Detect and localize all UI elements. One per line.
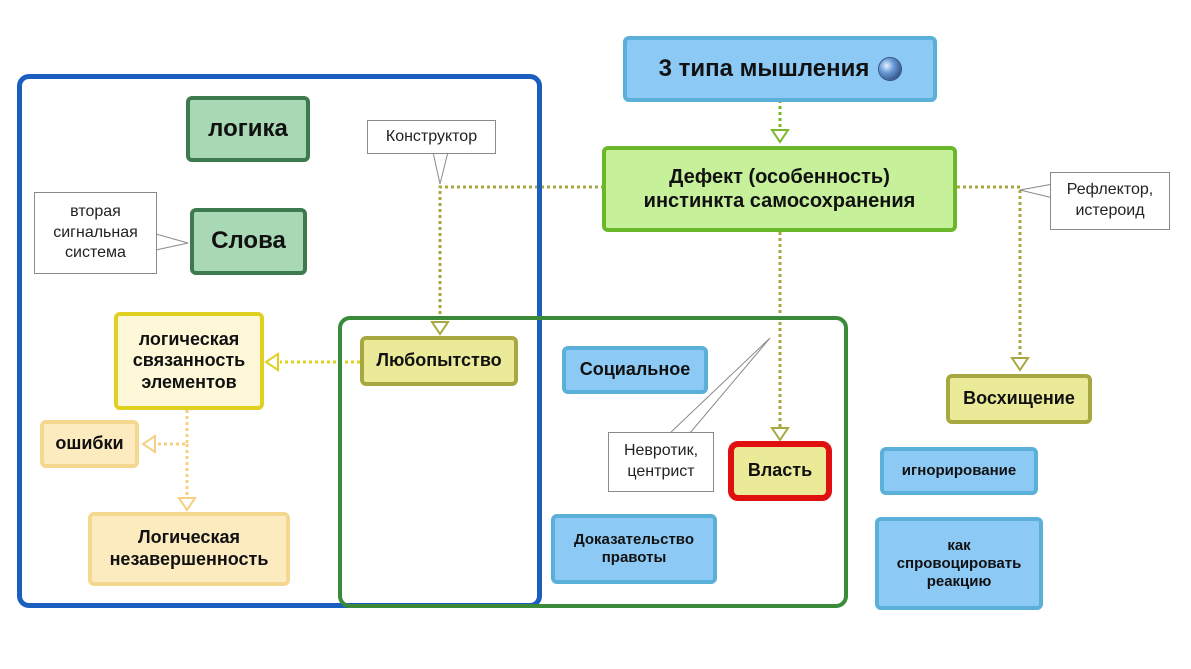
logic-text: логика [208, 114, 288, 142]
curiosity-text: Любопытство [376, 350, 502, 371]
logical-connectivity-text: логическая связанность элементов [132, 328, 246, 392]
arrowhead-admiration [1010, 357, 1030, 372]
words-node[interactable]: Слова [190, 208, 307, 275]
logical-incompleteness-node[interactable]: Логическая незавершенность [88, 512, 290, 586]
ignoring-text: игнорирование [901, 462, 1017, 479]
curiosity-node[interactable]: Любопытство [360, 336, 518, 386]
globe-icon [879, 58, 902, 80]
connector-core-admiration [957, 185, 1022, 360]
second-signal-callout: вторая сигнальная система [34, 192, 157, 274]
arrowhead-incompleteness [177, 497, 197, 512]
connector-core-curiosity [438, 185, 604, 322]
power-node[interactable]: Власть [728, 441, 832, 501]
provoke-node[interactable]: как спровоцировать реакцию [875, 517, 1043, 610]
title-node[interactable]: 3 типа мышления [623, 36, 937, 102]
arrowhead-errors [141, 434, 156, 454]
errors-node[interactable]: ошибки [40, 420, 139, 468]
callout-pointer-reflector [1019, 183, 1054, 199]
admiration-node[interactable]: Восхищение [946, 374, 1092, 424]
social-group-frame [338, 316, 848, 608]
neurotic-callout: Невротик, центрист [608, 432, 714, 492]
logical-connectivity-node[interactable]: логическая связанность элементов [114, 312, 264, 410]
social-text: Социальное [579, 359, 691, 380]
neurotic-text: Невротик, центрист [623, 442, 699, 480]
proof-text: Доказательство правоты [574, 531, 694, 566]
arrowhead-power [770, 427, 790, 442]
logical-incompleteness-text: Логическая незавершенность [109, 527, 269, 569]
power-text: Власть [747, 460, 813, 481]
social-node[interactable]: Социальное [562, 346, 708, 394]
core-node[interactable]: Дефект (особенность) инстинкта самосохра… [602, 146, 957, 232]
ignoring-node[interactable]: игнорирование [880, 447, 1038, 495]
errors-text: ошибки [55, 433, 124, 454]
logic-node[interactable]: логика [186, 96, 310, 162]
words-text: Слова [211, 227, 286, 255]
arrowhead-curiosity [430, 321, 450, 336]
logic-group-frame [17, 74, 542, 608]
connector-connectivity-errors [155, 410, 189, 446]
reflector-text: Рефлектор, истероид [1066, 181, 1154, 219]
constructor-text: Конструктор [385, 127, 478, 145]
proof-node[interactable]: Доказательство правоты [551, 514, 717, 584]
core-text: Дефект (особенность) инстинкта самосохра… [643, 166, 916, 212]
arrowhead-connectivity [264, 352, 279, 372]
arrowhead-core [770, 129, 790, 144]
second-signal-text: вторая сигнальная система [53, 202, 138, 262]
title-text: 3 типа мышления [658, 54, 870, 82]
reflector-callout: Рефлектор, истероид [1050, 172, 1170, 230]
admiration-text: Восхищение [963, 388, 1075, 409]
constructor-callout: Конструктор [367, 120, 496, 154]
provoke-text: как спровоцировать реакцию [896, 536, 1022, 590]
